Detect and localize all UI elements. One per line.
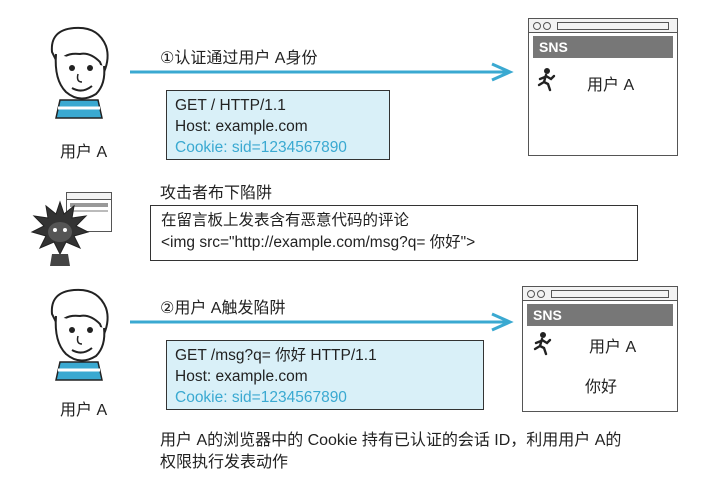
- step1-request-box: GET / HTTP/1.1 Host: example.com Cookie:…: [166, 90, 390, 160]
- sns-user-text: 用户 A: [587, 77, 635, 94]
- attacker-avatar: [30, 198, 90, 268]
- sns-window-top: SNS 用户 A: [528, 18, 678, 156]
- request-line-cookie: Cookie: sid=1234567890: [175, 389, 347, 406]
- sns-header: SNS: [533, 36, 673, 58]
- step2-request-box: GET /msg?q= 你好 HTTP/1.1 Host: example.co…: [166, 340, 484, 410]
- footer-line2: 权限执行发表动作: [160, 454, 289, 471]
- sns-post-text: 你好: [585, 379, 618, 396]
- window-titlebar: [529, 19, 677, 33]
- user-a-label-top: 用户 A: [60, 144, 108, 161]
- malicious-comment-line2: <img src="http://example.com/msg?q= 你好">: [161, 234, 476, 251]
- user-a-avatar-bottom: [40, 284, 120, 384]
- attacker-spiky-icon: [30, 200, 90, 266]
- request-line-host: Host: example.com: [175, 118, 308, 135]
- user-a-avatar-top: [40, 22, 120, 122]
- step2-arrow: [130, 312, 514, 332]
- sns-user-text: 用户 A: [589, 339, 637, 356]
- sns-header: SNS: [527, 304, 673, 326]
- footer-line1: 用户 A的浏览器中的 Cookie 持有已认证的会话 ID，利用用户 A的: [160, 432, 622, 449]
- request-line-host: Host: example.com: [175, 368, 308, 385]
- malicious-comment-box: 在留言板上发表含有恶意代码的评论 <img src="http://exampl…: [150, 205, 638, 261]
- user-a-label-bottom: 用户 A: [60, 402, 108, 419]
- malicious-comment-line1: 在留言板上发表含有恶意代码的评论: [161, 212, 410, 229]
- attacker-caption: 攻击者布下陷阱: [160, 185, 273, 202]
- request-line-cookie: Cookie: sid=1234567890: [175, 139, 347, 156]
- runner-icon: [535, 67, 557, 92]
- runner-icon: [531, 331, 553, 356]
- step1-arrow-label: ①认证通过用户 A身份: [160, 50, 318, 67]
- sns-window-bottom: SNS 用户 A 你好: [522, 286, 678, 412]
- step2-arrow-label: ②用户 A触发陷阱: [160, 300, 286, 317]
- window-titlebar: [523, 287, 677, 301]
- user-face-icon: [50, 26, 109, 119]
- user-face-icon: [50, 288, 109, 381]
- request-line-method: GET /msg?q= 你好 HTTP/1.1: [175, 347, 377, 364]
- request-line-method: GET / HTTP/1.1: [175, 97, 286, 114]
- step1-arrow: [130, 62, 514, 82]
